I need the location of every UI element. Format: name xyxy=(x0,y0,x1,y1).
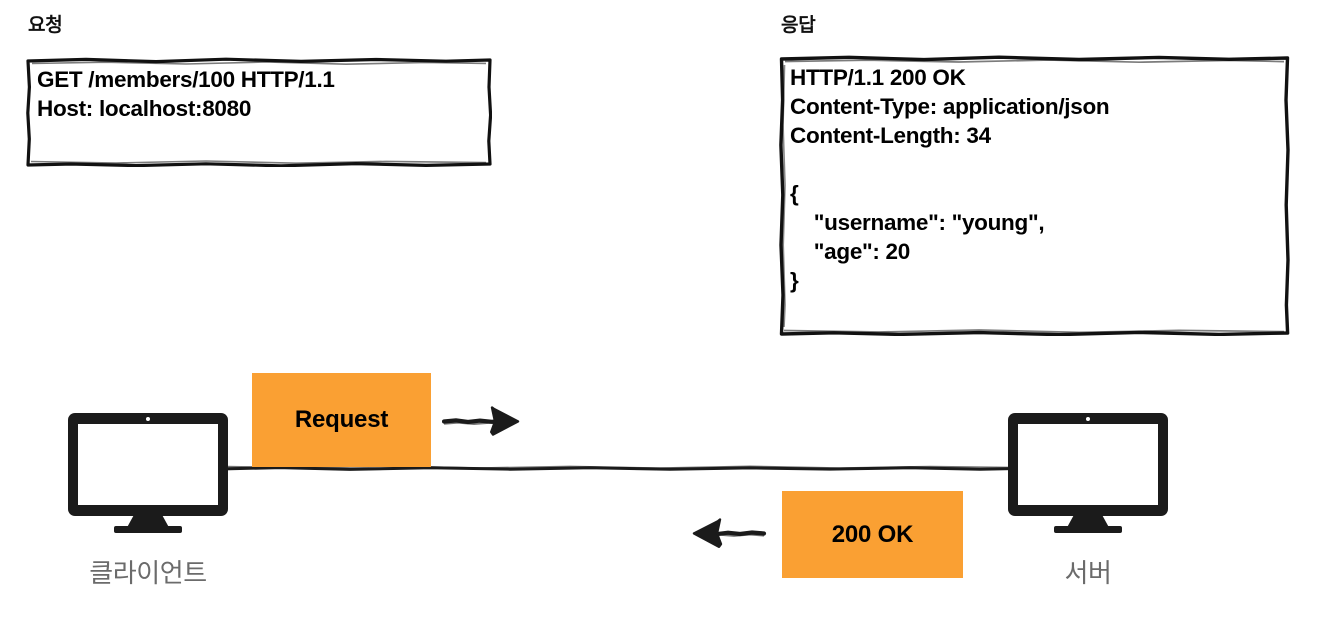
response-message-box: HTTP/1.1 200 OK Content-Type: applicatio… xyxy=(779,55,1290,336)
client-label: 클라이언트 xyxy=(89,558,207,588)
monitor-neck xyxy=(1067,513,1109,528)
monitor-camera-dot xyxy=(146,416,150,421)
response-message-text: HTTP/1.1 200 OK Content-Type: applicatio… xyxy=(790,65,1110,293)
response-panel-title: 응답 xyxy=(781,15,816,36)
server-label: 서버 xyxy=(1064,558,1112,588)
request-tag-box: Request xyxy=(252,373,431,467)
response-tag-box: 200 OK xyxy=(782,491,963,578)
response-arrow-left-icon xyxy=(692,518,767,548)
server-monitor-icon xyxy=(1008,413,1168,537)
request-tag-label: Request xyxy=(294,406,389,433)
response-tag-label: 200 OK xyxy=(831,520,914,548)
monitor-neck xyxy=(127,513,169,528)
request-arrow-right-icon xyxy=(442,406,520,436)
request-panel-title: 요청 xyxy=(28,15,63,36)
monitor-base xyxy=(114,525,182,533)
monitor-camera-dot xyxy=(1086,416,1090,421)
monitor-screen xyxy=(1017,423,1159,506)
monitor-screen xyxy=(77,423,219,506)
monitor-base xyxy=(1054,525,1122,533)
request-message-text: GET /members/100 HTTP/1.1 Host: localhos… xyxy=(37,67,335,121)
client-monitor-icon xyxy=(68,413,228,537)
